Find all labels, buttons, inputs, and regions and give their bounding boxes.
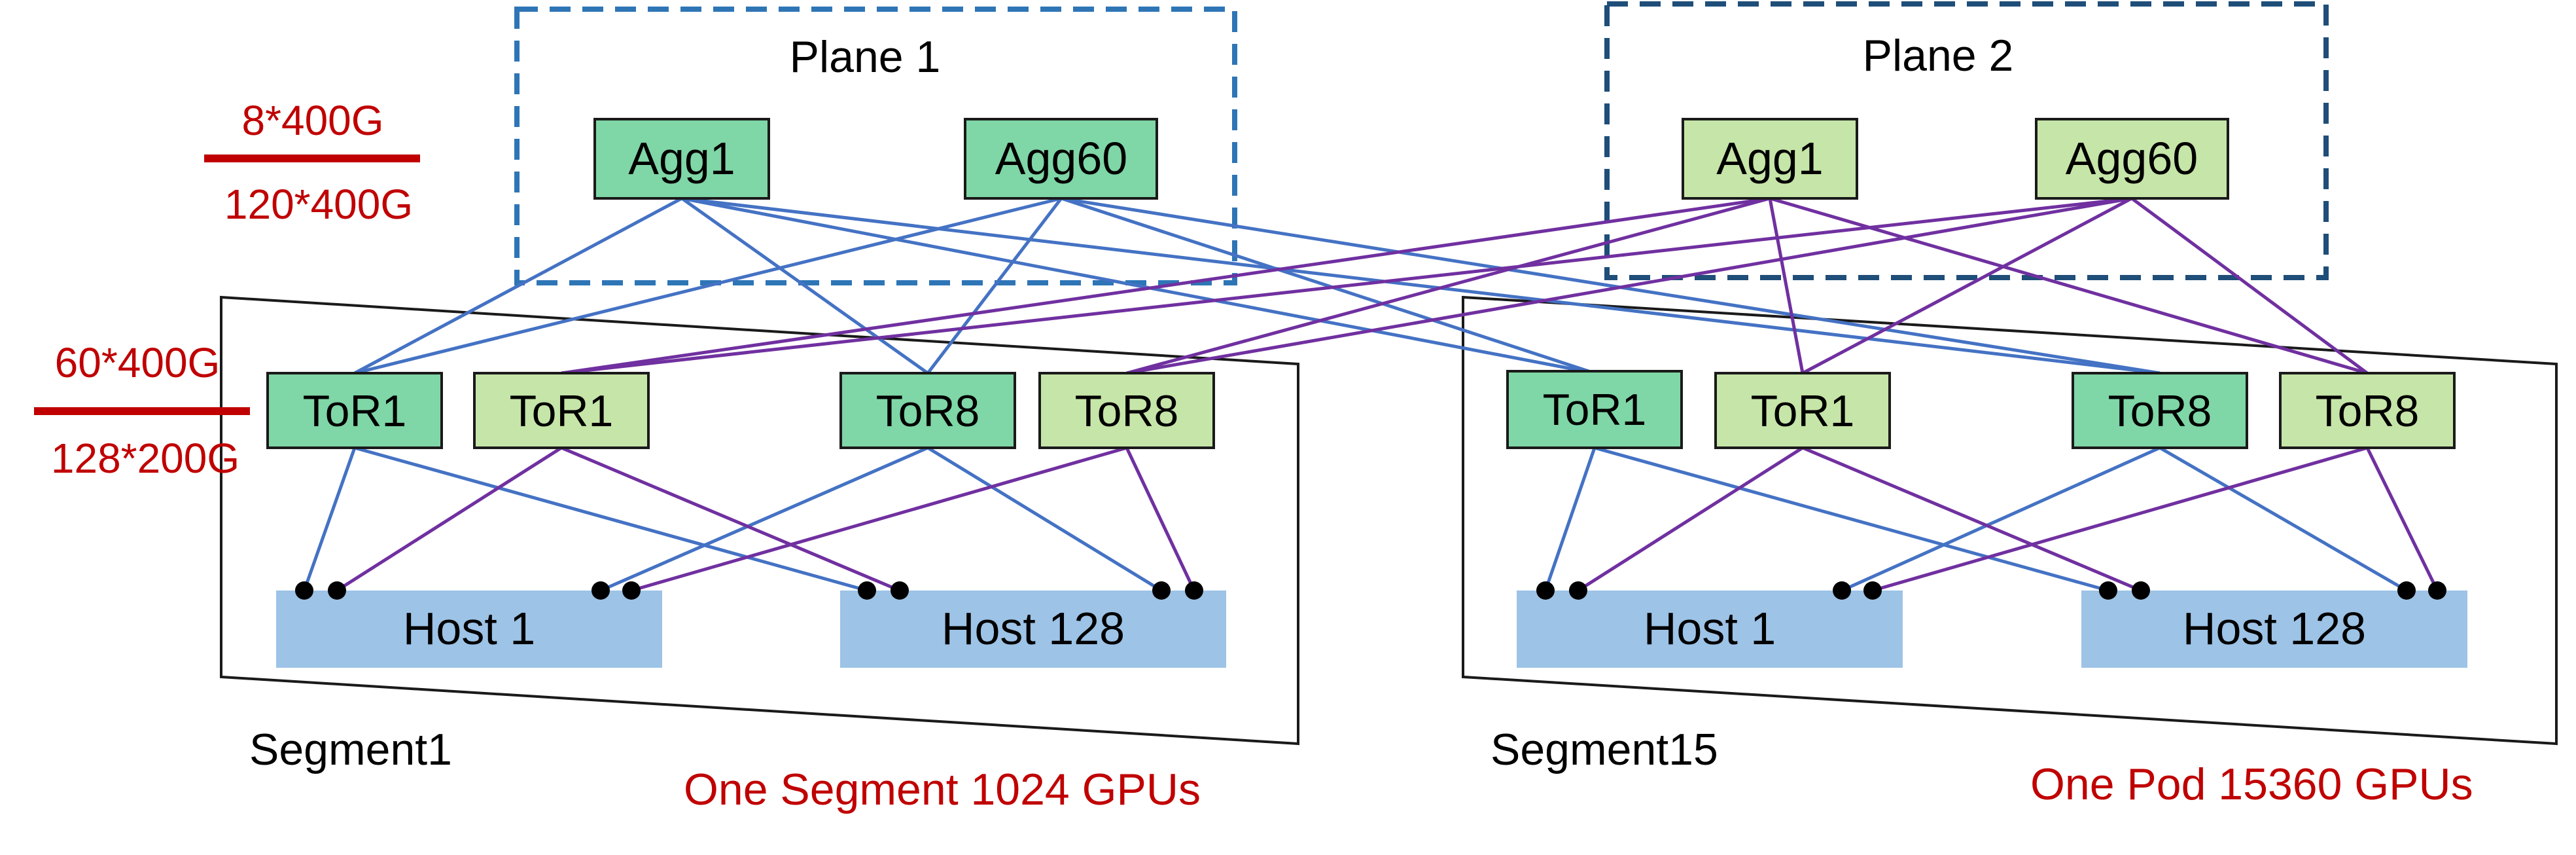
segment-15-outline: [1462, 295, 2558, 746]
agg-ratio-bar: [204, 155, 420, 162]
tor-label: ToR1: [1543, 385, 1647, 435]
segment-1-outline: [220, 295, 1299, 746]
plane-2-box: [1604, 1, 2329, 280]
tor-label: ToR8: [1075, 386, 1179, 436]
tor-label: ToR1: [510, 386, 614, 436]
agg-node: Agg1: [1682, 118, 1858, 200]
host-node: Host 1: [276, 591, 662, 668]
tor-label: ToR1: [1751, 386, 1855, 436]
tor-label: ToR8: [2108, 386, 2212, 436]
plane-1-box: [514, 7, 1237, 285]
segment-1-host-links-blue: [302, 446, 1163, 592]
tor-ratio-top: 60*400G: [55, 339, 221, 386]
plane-1-agg-links: [353, 196, 2161, 375]
tor-node: ToR1: [266, 372, 443, 449]
tor-node: ToR1: [1714, 372, 1891, 449]
tor-node: ToR8: [1038, 372, 1215, 449]
host-node: Host 128: [840, 591, 1226, 668]
agg-label: Agg1: [1716, 133, 1823, 184]
host-label: Host 1: [403, 603, 535, 654]
host-node: Host 1: [1517, 591, 1903, 668]
segment-1-label: Segment1: [249, 725, 452, 774]
tor-label: ToR8: [2316, 386, 2420, 436]
tor-ratio-bottom: 128*200G: [51, 435, 239, 482]
plane-2-label: Plane 2: [1863, 31, 2014, 81]
segment-1-host-links-purple: [336, 446, 1196, 592]
host-label: Host 1: [1644, 603, 1776, 654]
pod-caption: One Pod 15360 GPUs: [2030, 759, 2473, 809]
tor-label: ToR8: [876, 386, 980, 436]
tor-node: ToR8: [2072, 372, 2248, 449]
nic-ports: [295, 581, 2446, 600]
segment-15-host-links-purple: [1577, 446, 2439, 592]
segment-15-label: Segment15: [1491, 725, 1718, 774]
plane-1-label: Plane 1: [790, 32, 941, 82]
segment-caption: One Segment 1024 GPUs: [684, 765, 1201, 814]
host-label: Host 128: [942, 603, 1125, 654]
agg-ratio-bottom: 120*400G: [224, 181, 413, 228]
agg-label: Agg60: [2066, 133, 2198, 184]
agg-node: Agg1: [593, 118, 770, 200]
tor-node: ToR1: [1506, 370, 1683, 449]
agg-label: Agg60: [995, 133, 1127, 184]
tor-ratio-bar: [34, 407, 250, 415]
segment-15-host-links-blue: [1544, 446, 2408, 592]
agg-label: Agg1: [628, 133, 735, 184]
host-label: Host 128: [2183, 603, 2366, 654]
agg-node: Agg60: [2035, 118, 2229, 200]
host-node: Host 128: [2081, 591, 2467, 668]
agg-ratio-top: 8*400G: [241, 97, 383, 144]
plane-2-agg-links: [561, 196, 2369, 375]
agg-node: Agg60: [964, 118, 1158, 200]
tor-node: ToR1: [473, 372, 650, 449]
tor-node: ToR8: [839, 372, 1016, 449]
tor-label: ToR1: [303, 386, 407, 436]
tor-node: ToR8: [2279, 372, 2456, 449]
